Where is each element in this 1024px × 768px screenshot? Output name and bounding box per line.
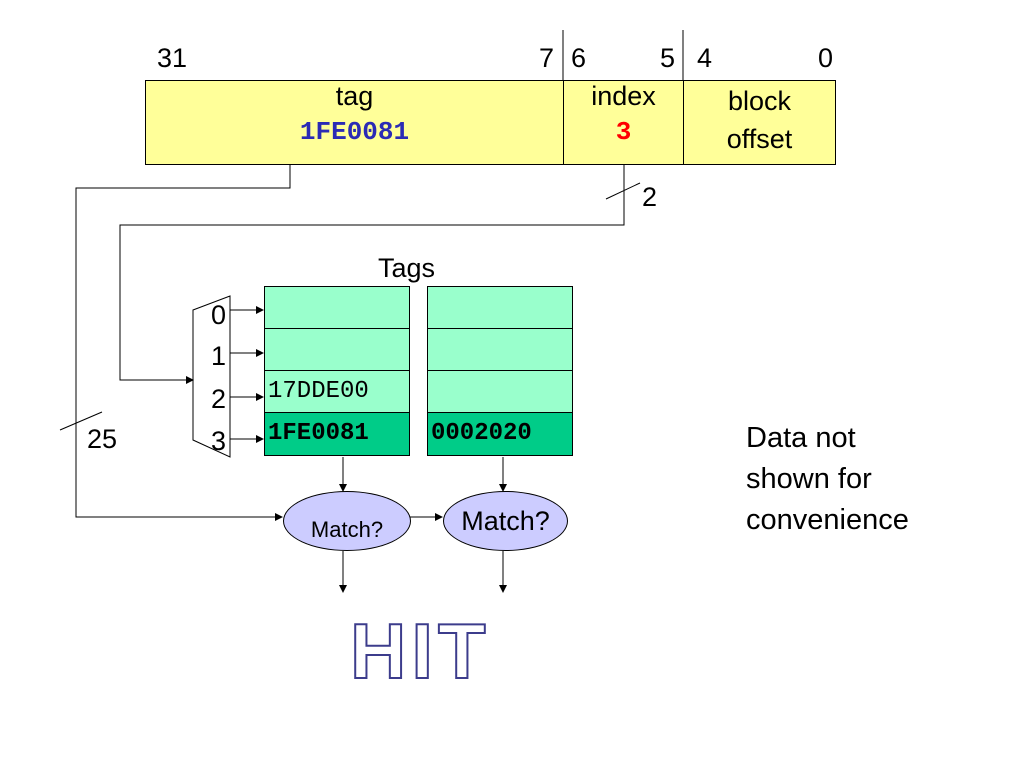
bit-label-0: 0 (818, 43, 834, 73)
tag-entry (428, 287, 572, 329)
comparator-2: Match? (443, 491, 568, 551)
tag-array-way-2: 0002020 (427, 286, 573, 456)
tag-field: tag 1FE0081 (145, 80, 564, 165)
decoder-shape (192, 295, 231, 458)
index-width-slash (605, 182, 641, 200)
bit-label-5: 5 (660, 43, 676, 73)
tags-title: Tags (378, 253, 436, 283)
tag-entry-selected: 0002020 (428, 413, 572, 455)
hit-result: HIT (349, 607, 491, 695)
tag-entry (428, 329, 572, 371)
bit-label-4: 4 (697, 43, 713, 73)
row-number-1: 1 (211, 341, 227, 371)
tag-width-slash (59, 411, 103, 431)
index-width-label: 2 (642, 182, 658, 212)
index-bus-wire (119, 165, 625, 384)
index-field: index 3 (563, 80, 684, 165)
index-field-label: index (591, 81, 656, 111)
tag-entry-selected: 1FE0081 (265, 413, 409, 455)
tag-field-value: 1FE0081 (299, 117, 410, 147)
tag-entry (265, 287, 409, 329)
block-offset-label-line1: block (727, 86, 792, 116)
tag-array-way-1: 17DDE00 1FE0081 (264, 286, 410, 456)
tag-width-label: 25 (87, 424, 118, 454)
tag-entry (265, 329, 409, 371)
row-number-0: 0 (211, 300, 227, 330)
tag-entry (428, 371, 572, 413)
comparator-2-label: Match? (461, 506, 550, 536)
block-offset-label-line2: offset (726, 124, 793, 154)
comparator-1: Match? (283, 491, 411, 551)
tag-bus-wire (75, 165, 291, 521)
bit-label-31: 31 (157, 43, 188, 73)
comparator-1-label: Match? (310, 517, 384, 542)
tag-entry: 17DDE00 (265, 371, 409, 413)
bit-label-7: 7 (539, 43, 555, 73)
row-number-2: 2 (211, 384, 227, 414)
data-note: Data not shown for convenience (746, 422, 909, 536)
tag-field-label: tag (335, 81, 374, 111)
index-field-value: 3 (615, 117, 632, 147)
block-offset-field: block offset (683, 80, 836, 165)
row-number-3: 3 (211, 426, 227, 456)
bit-label-6: 6 (571, 43, 587, 73)
